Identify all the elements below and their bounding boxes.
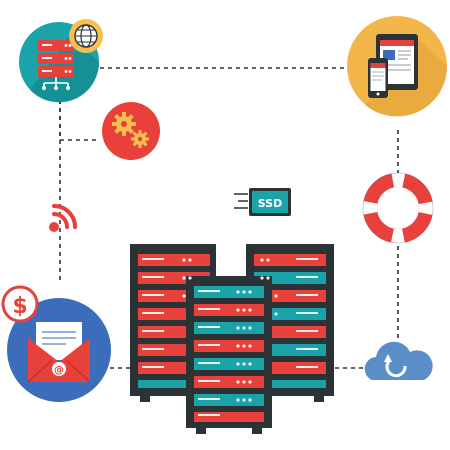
at-symbol-label: @ (54, 365, 64, 376)
globe-icon (69, 19, 103, 53)
connector-lines (59, 67, 399, 369)
support-lifebuoy-icon (362, 172, 434, 244)
cloud-sync-icon (364, 341, 433, 380)
dollar-coin-icon: $ (1, 285, 39, 323)
server-rack-icon (130, 244, 334, 434)
settings-gears-icon (102, 102, 160, 160)
dollar-symbol-label: $ (12, 294, 27, 319)
ssd-drive-icon: SSD (234, 188, 291, 216)
ssd-label: SSD (258, 197, 282, 210)
wifi-signal-icon (49, 204, 77, 232)
server-rack-center (186, 276, 272, 434)
email-envelope-icon: @ (7, 298, 111, 402)
devices-icon (347, 16, 448, 117)
